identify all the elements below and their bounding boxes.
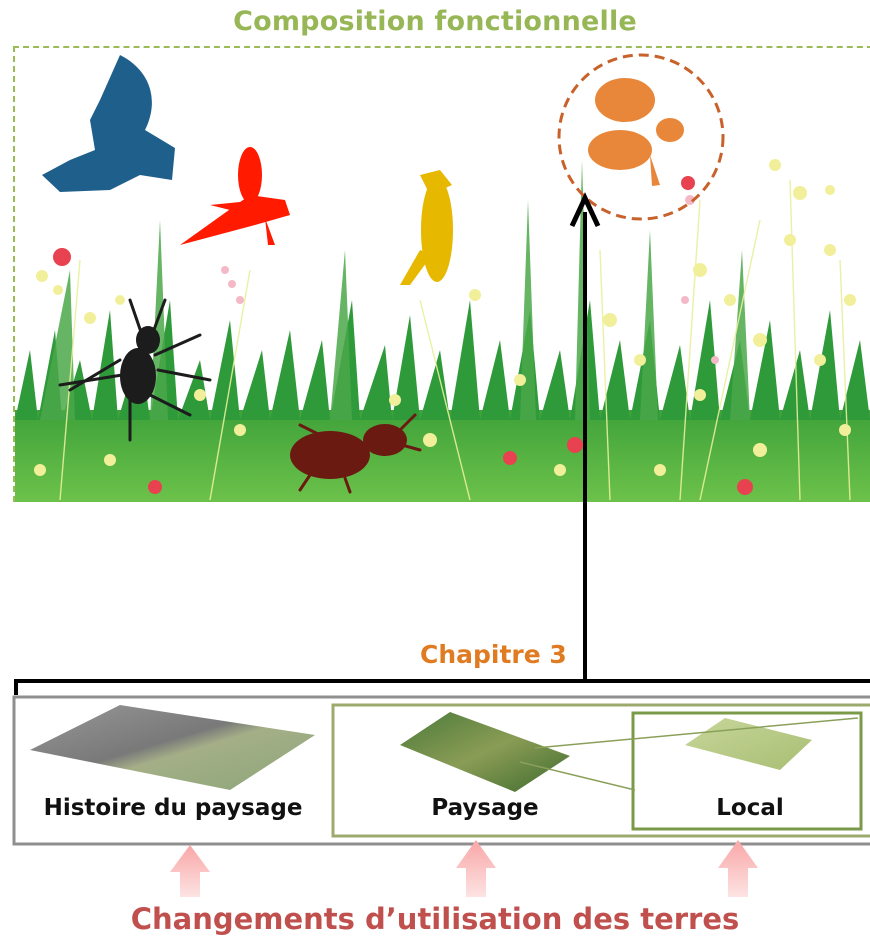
landscape-photo <box>400 712 570 792</box>
zoom-lines <box>520 718 858 790</box>
up-arrow-icon <box>170 840 758 897</box>
grasshopper-icon-yellow <box>400 170 453 285</box>
bird-icon <box>42 55 175 192</box>
scale-label-history: Histoire du paysage <box>28 795 318 821</box>
local-photo <box>685 718 812 770</box>
grasshopper-icon-red <box>180 147 290 245</box>
bee-icon <box>588 78 684 186</box>
historical-landscape-photo <box>30 705 315 790</box>
scale-label-landscape: Paysage <box>400 795 570 821</box>
bottom-title: Changements d’utilisation des terres <box>0 902 870 936</box>
scale-label-local: Local <box>680 795 820 821</box>
chapter-label: Chapitre 3 <box>420 640 567 669</box>
